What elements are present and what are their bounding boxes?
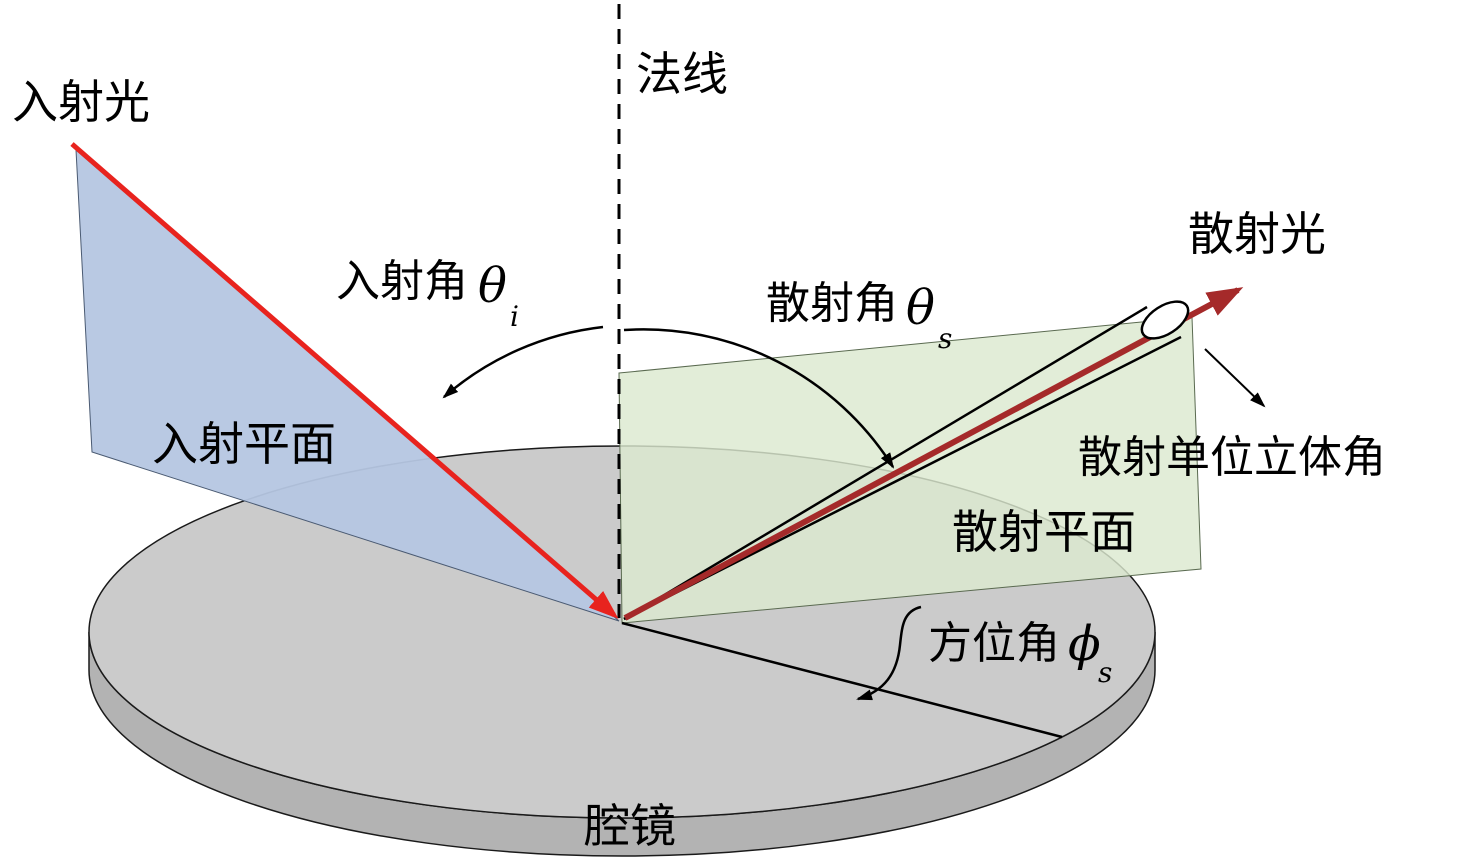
azimuth-angle-label: 方位角 <box>928 618 1060 669</box>
incident-angle-symbol: θ <box>478 258 507 314</box>
scattering-angle-label: 散射角 <box>766 278 898 329</box>
normal-line-label: 法线 <box>636 47 728 101</box>
incident-angle-label: 入射角 <box>336 256 468 307</box>
solid-angle-aperture <box>1140 300 1190 340</box>
solid-angle-cone-edge-upper <box>623 305 1148 621</box>
azimuth-angle-symbol: ϕ <box>1068 616 1101 672</box>
incident-plane-label: 入射平面 <box>152 417 336 471</box>
scattering-angle-symbol: θ <box>906 280 935 336</box>
incident-light-label: 入射光 <box>12 75 150 129</box>
scattering-angle-subscript: s <box>938 322 952 355</box>
scattering-plane-label: 散射平面 <box>952 505 1136 559</box>
cavity-mirror-label: 腔镜 <box>584 799 676 853</box>
azimuth-reference-line <box>621 621 1063 739</box>
scattering-unit-solid-angle-label: 散射单位立体角 <box>1078 432 1386 483</box>
scattering-angle-arc <box>623 328 895 469</box>
incident-angle-arc <box>442 325 604 399</box>
azimuth-angle-arc <box>856 605 922 701</box>
scattered-light-label: 散射光 <box>1188 207 1326 261</box>
azimuth-angle-subscript: s <box>1098 656 1112 689</box>
solid-angle-pointer-arrow <box>1204 348 1266 408</box>
scattered-ray <box>623 287 1244 621</box>
incident-ray <box>70 142 619 619</box>
incident-angle-subscript: i <box>510 300 519 333</box>
